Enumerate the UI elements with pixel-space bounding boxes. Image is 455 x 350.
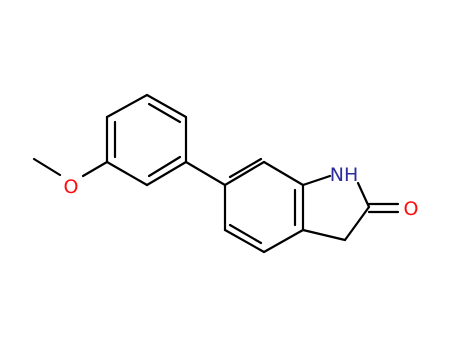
atom-nitrogen: NH — [330, 164, 359, 186]
atom-oxygen-carbonyl: O — [404, 198, 419, 220]
bond-ring2-d — [262, 228, 305, 254]
bond-methyl-o — [32, 157, 62, 177]
bond-c2-c3 — [343, 205, 371, 242]
bond-ring1-e — [145, 160, 188, 187]
bond-ring1-f — [105, 160, 149, 187]
bond-n-c2 — [356, 181, 371, 209]
bond-c3-c3a — [301, 228, 347, 242]
bond-ring1-e-double — [147, 155, 182, 178]
atom-oxygen-methoxy: O — [64, 176, 79, 198]
bond-c7a-n — [301, 174, 332, 187]
bond-ring2-e — [223, 228, 266, 254]
bond-ring1-c — [145, 93, 188, 119]
bond-ring2-b — [262, 160, 305, 187]
bond-ring1-b — [105, 93, 149, 119]
bond-ring2-e-double — [228, 223, 263, 245]
bond-ring2-a — [223, 160, 266, 187]
bond-ring1-c-double — [147, 102, 182, 124]
bond-o-aryl — [81, 160, 109, 178]
bond-biaryl — [184, 160, 227, 187]
bond-ring2-a-double — [228, 157, 263, 179]
